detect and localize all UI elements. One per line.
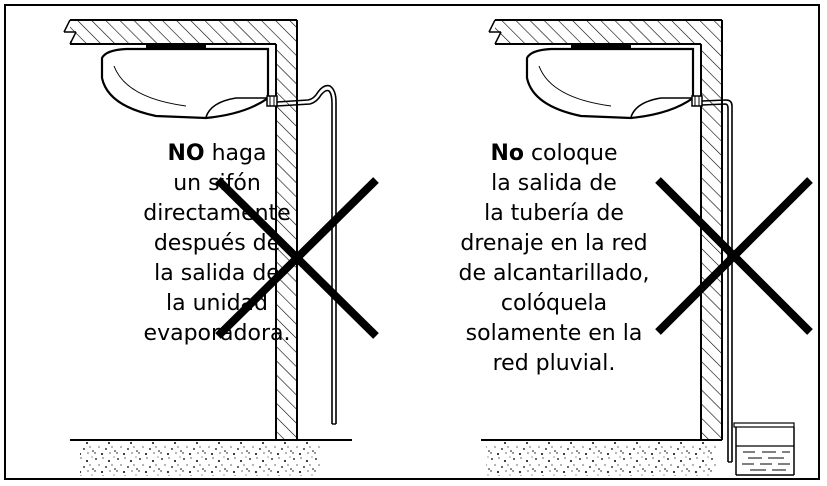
caption-line: colóquela [500,291,608,316]
evaporator-unit-icon [525,44,703,120]
wall-hatch-icon [700,20,723,440]
evaporator-unit-icon [100,44,278,120]
caption-line: No coloque [438,139,670,169]
prohibition-x-icon [215,177,379,339]
left-panel-drawing [63,19,379,476]
left-caption: NO haga un sifón directamente después de… [122,139,312,349]
right-panel-drawing [481,19,813,476]
caption-line: la tubería de [484,201,624,226]
caption-line: NO haga [122,139,312,169]
diagram-figure: NO haga un sifón directamente después de… [4,4,820,480]
ground-gravel-icon [481,439,722,476]
caption-line: solamente en la [465,321,643,346]
caption-line: drenaje en la red [460,231,648,256]
drain-pipe-icon [701,99,733,463]
caption-line: directamente [143,201,291,226]
prohibition-x-icon [655,177,813,335]
trap-loop-icon [276,84,337,425]
caption-line: la salida de [491,171,617,196]
caption-line: evaporadora. [143,321,291,346]
ceiling-hatch-icon [488,19,722,45]
caption-emphasis: No [490,141,524,166]
caption-line: después de [153,231,281,256]
caption-line: red pluvial. [492,351,616,376]
rain-drain-basin-icon [733,422,795,476]
diagram-drawing [63,19,813,476]
caption-line: la unidad [166,291,268,316]
caption-line: un sifón [173,171,261,196]
ground-gravel-icon [70,439,352,476]
caption-text: haga [204,141,267,166]
right-caption: No coloque la salida de la tubería de dr… [438,139,670,379]
caption-line: la salida de [154,261,280,286]
caption-emphasis: NO [167,141,205,166]
ceiling-hatch-icon [63,19,297,45]
caption-text: coloque [523,141,618,166]
caption-line: de alcantarillado, [458,261,650,286]
